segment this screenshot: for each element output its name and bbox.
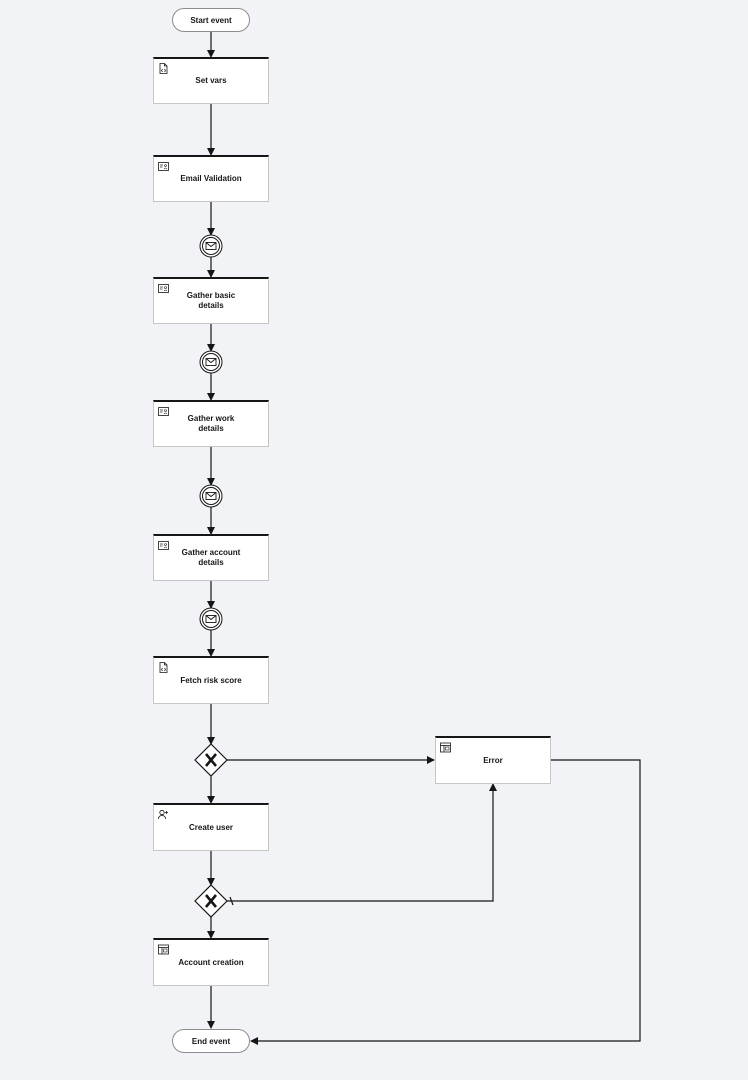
task-gather-account-details[interactable]: Gather account details (153, 534, 269, 581)
message-event-1[interactable] (199, 234, 223, 258)
message-event-4[interactable] (199, 607, 223, 631)
form-task-icon (158, 284, 169, 293)
form-task-icon (158, 407, 169, 416)
task-gather-work-details[interactable]: Gather work details (153, 400, 269, 447)
start-event-label: Start event (190, 15, 232, 25)
task-create-user[interactable]: Create user (153, 803, 269, 851)
task-email-validation[interactable]: Email Validation (153, 155, 269, 202)
message-event-3[interactable] (199, 484, 223, 508)
flow-gateway2-to-error[interactable] (227, 783, 497, 902)
script-task-icon (159, 63, 168, 74)
x-mark-icon (205, 753, 217, 767)
task-fetch-risk-score[interactable]: Fetch risk score (153, 656, 269, 704)
envelope-icon (205, 358, 217, 366)
form-task-icon (158, 162, 169, 171)
flow-error-to-end[interactable] (250, 759, 641, 1045)
envelope-icon (205, 242, 217, 250)
task-label: Email Validation (180, 174, 242, 183)
script-task-icon (159, 662, 168, 673)
task-set-vars[interactable]: Set vars (153, 57, 269, 104)
task-label: Fetch risk score (180, 675, 242, 685)
exclusive-gateway-1[interactable] (194, 743, 228, 777)
start-event[interactable]: Start event (172, 8, 250, 32)
exclusive-gateway-2[interactable] (194, 884, 228, 918)
task-account-creation[interactable]: Account creation (153, 938, 269, 986)
envelope-icon (205, 492, 217, 500)
task-label: Error (483, 755, 503, 765)
task-label: Account creation (178, 957, 244, 967)
end-event-label: End event (191, 1036, 231, 1046)
page-task-icon (158, 944, 169, 955)
task-error[interactable]: Error (435, 736, 551, 784)
task-label: Gather basic details (186, 291, 236, 310)
message-event-2[interactable] (199, 350, 223, 374)
page-task-icon (440, 742, 451, 753)
task-label: Gather work details (187, 414, 235, 433)
default-flow-slash (229, 896, 234, 906)
task-label: Set vars (195, 76, 227, 85)
end-event[interactable]: End event (172, 1029, 250, 1053)
task-label: Gather account details (181, 548, 241, 567)
envelope-icon (205, 615, 217, 623)
task-label: Create user (188, 822, 234, 832)
x-mark-icon (205, 894, 217, 908)
form-task-icon (158, 541, 169, 550)
user-task-icon (158, 809, 168, 820)
task-gather-basic-details[interactable]: Gather basic details (153, 277, 269, 324)
